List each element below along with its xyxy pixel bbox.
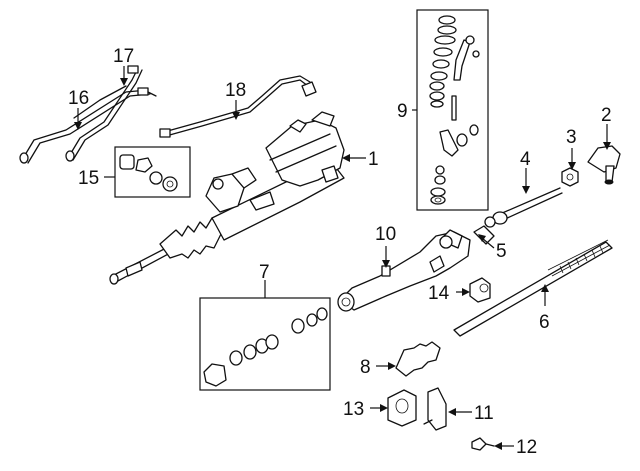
callout-9: 9 (397, 101, 408, 122)
callout-18: 18 (225, 80, 246, 101)
callout-6: 6 (539, 312, 550, 333)
pressure-lines (19, 65, 157, 164)
jam-nut (561, 167, 579, 187)
callout-labels: 1 2 3 4 5 6 7 8 9 10 11 12 13 14 15 16 1… (68, 46, 612, 458)
callout-15: 15 (78, 168, 99, 189)
box-7 (199, 297, 331, 391)
mount-bracket (423, 387, 447, 431)
box-9 (416, 9, 489, 211)
boot-clamp (473, 225, 495, 245)
callout-12: 12 (516, 437, 537, 458)
inner-boot (395, 341, 441, 377)
bushing (469, 277, 491, 303)
callout-2: 2 (601, 105, 612, 126)
callout-7: 7 (259, 262, 270, 283)
callout-8: 8 (360, 357, 371, 378)
callout-5: 5 (496, 241, 507, 262)
callout-10: 10 (375, 224, 396, 245)
return-hose (159, 75, 317, 138)
callout-11: 11 (474, 403, 494, 424)
leader-arrows (74, 66, 611, 450)
callout-1: 1 (368, 149, 379, 170)
callout-17: 17 (113, 46, 134, 67)
callout-14: 14 (428, 283, 450, 304)
inner-tie-rod (484, 187, 563, 228)
steering-gear-assembly (109, 111, 345, 285)
gear-housing (337, 229, 471, 312)
callout-13: 13 (343, 399, 364, 420)
rack (453, 239, 613, 337)
callout-3: 3 (566, 127, 577, 148)
mount-bolt (471, 437, 495, 451)
outer-tie-rod-end (587, 145, 621, 185)
box-15 (114, 146, 191, 198)
mount-bushing (387, 389, 417, 427)
callout-4: 4 (520, 149, 531, 170)
callout-16: 16 (68, 88, 89, 109)
